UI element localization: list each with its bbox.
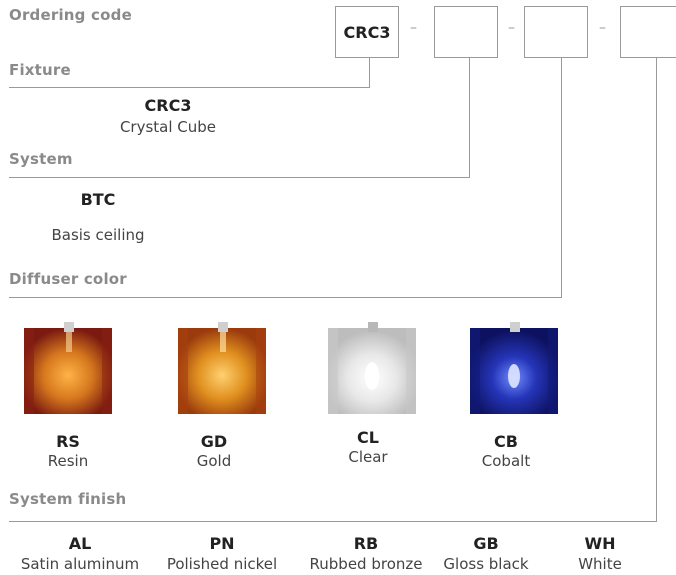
- diffuser-code-cb: CB: [494, 432, 518, 451]
- diffuser-code-gd: GD: [200, 432, 228, 451]
- connector-line: [369, 58, 370, 88]
- system-finish-label: System finish: [9, 490, 127, 508]
- ordering-box-finish: [620, 6, 676, 58]
- ordering-code-label: Ordering code: [9, 6, 132, 24]
- finish-name-wh: White: [578, 555, 622, 573]
- finish-code-al: AL: [68, 534, 92, 553]
- finish-code-wh: WH: [584, 534, 616, 553]
- finish-code-gb: GB: [473, 534, 499, 553]
- fixture-name: Crystal Cube: [119, 118, 217, 136]
- diffuser-name-rs: Resin: [47, 452, 89, 470]
- diffuser-color-label: Diffuser color: [9, 270, 127, 288]
- ordering-dash: –: [508, 20, 515, 36]
- diffuser-code-rs: RS: [56, 432, 80, 451]
- system-name: Basis ceiling: [51, 226, 145, 244]
- finish-name-pn: Polished nickel: [166, 555, 278, 573]
- finish-code-pn: PN: [209, 534, 235, 553]
- cube-clear-image: [328, 322, 416, 414]
- cube-cobalt-image: [470, 322, 558, 414]
- ordering-dash: –: [599, 20, 606, 36]
- connector-line: [9, 521, 657, 522]
- ordering-box-diffuser: [524, 6, 588, 58]
- connector-line: [469, 58, 470, 178]
- connector-line: [9, 177, 470, 178]
- connector-line: [9, 87, 370, 88]
- diffuser-name-cl: Clear: [348, 448, 388, 466]
- fixture-label: Fixture: [9, 61, 71, 79]
- ordering-box-fixture: CRC3: [335, 6, 399, 58]
- connector-line: [9, 297, 562, 298]
- finish-name-gb: Gloss black: [443, 555, 529, 573]
- diffuser-code-cl: CL: [357, 428, 379, 447]
- connector-line: [656, 58, 657, 522]
- fixture-code: CRC3: [144, 96, 192, 115]
- connector-line: [561, 58, 562, 298]
- finish-name-al: Satin aluminum: [20, 555, 140, 573]
- ordering-box-system: [434, 6, 498, 58]
- finish-code-rb: RB: [353, 534, 379, 553]
- ordering-dash: –: [410, 20, 417, 36]
- cube-resin-image: [24, 322, 112, 414]
- system-code: BTC: [80, 190, 116, 209]
- system-label: System: [9, 150, 73, 168]
- diffuser-name-gd: Gold: [196, 452, 232, 470]
- finish-name-rb: Rubbed bronze: [309, 555, 423, 573]
- diffuser-name-cb: Cobalt: [481, 452, 531, 470]
- cube-gold-image: [178, 322, 266, 414]
